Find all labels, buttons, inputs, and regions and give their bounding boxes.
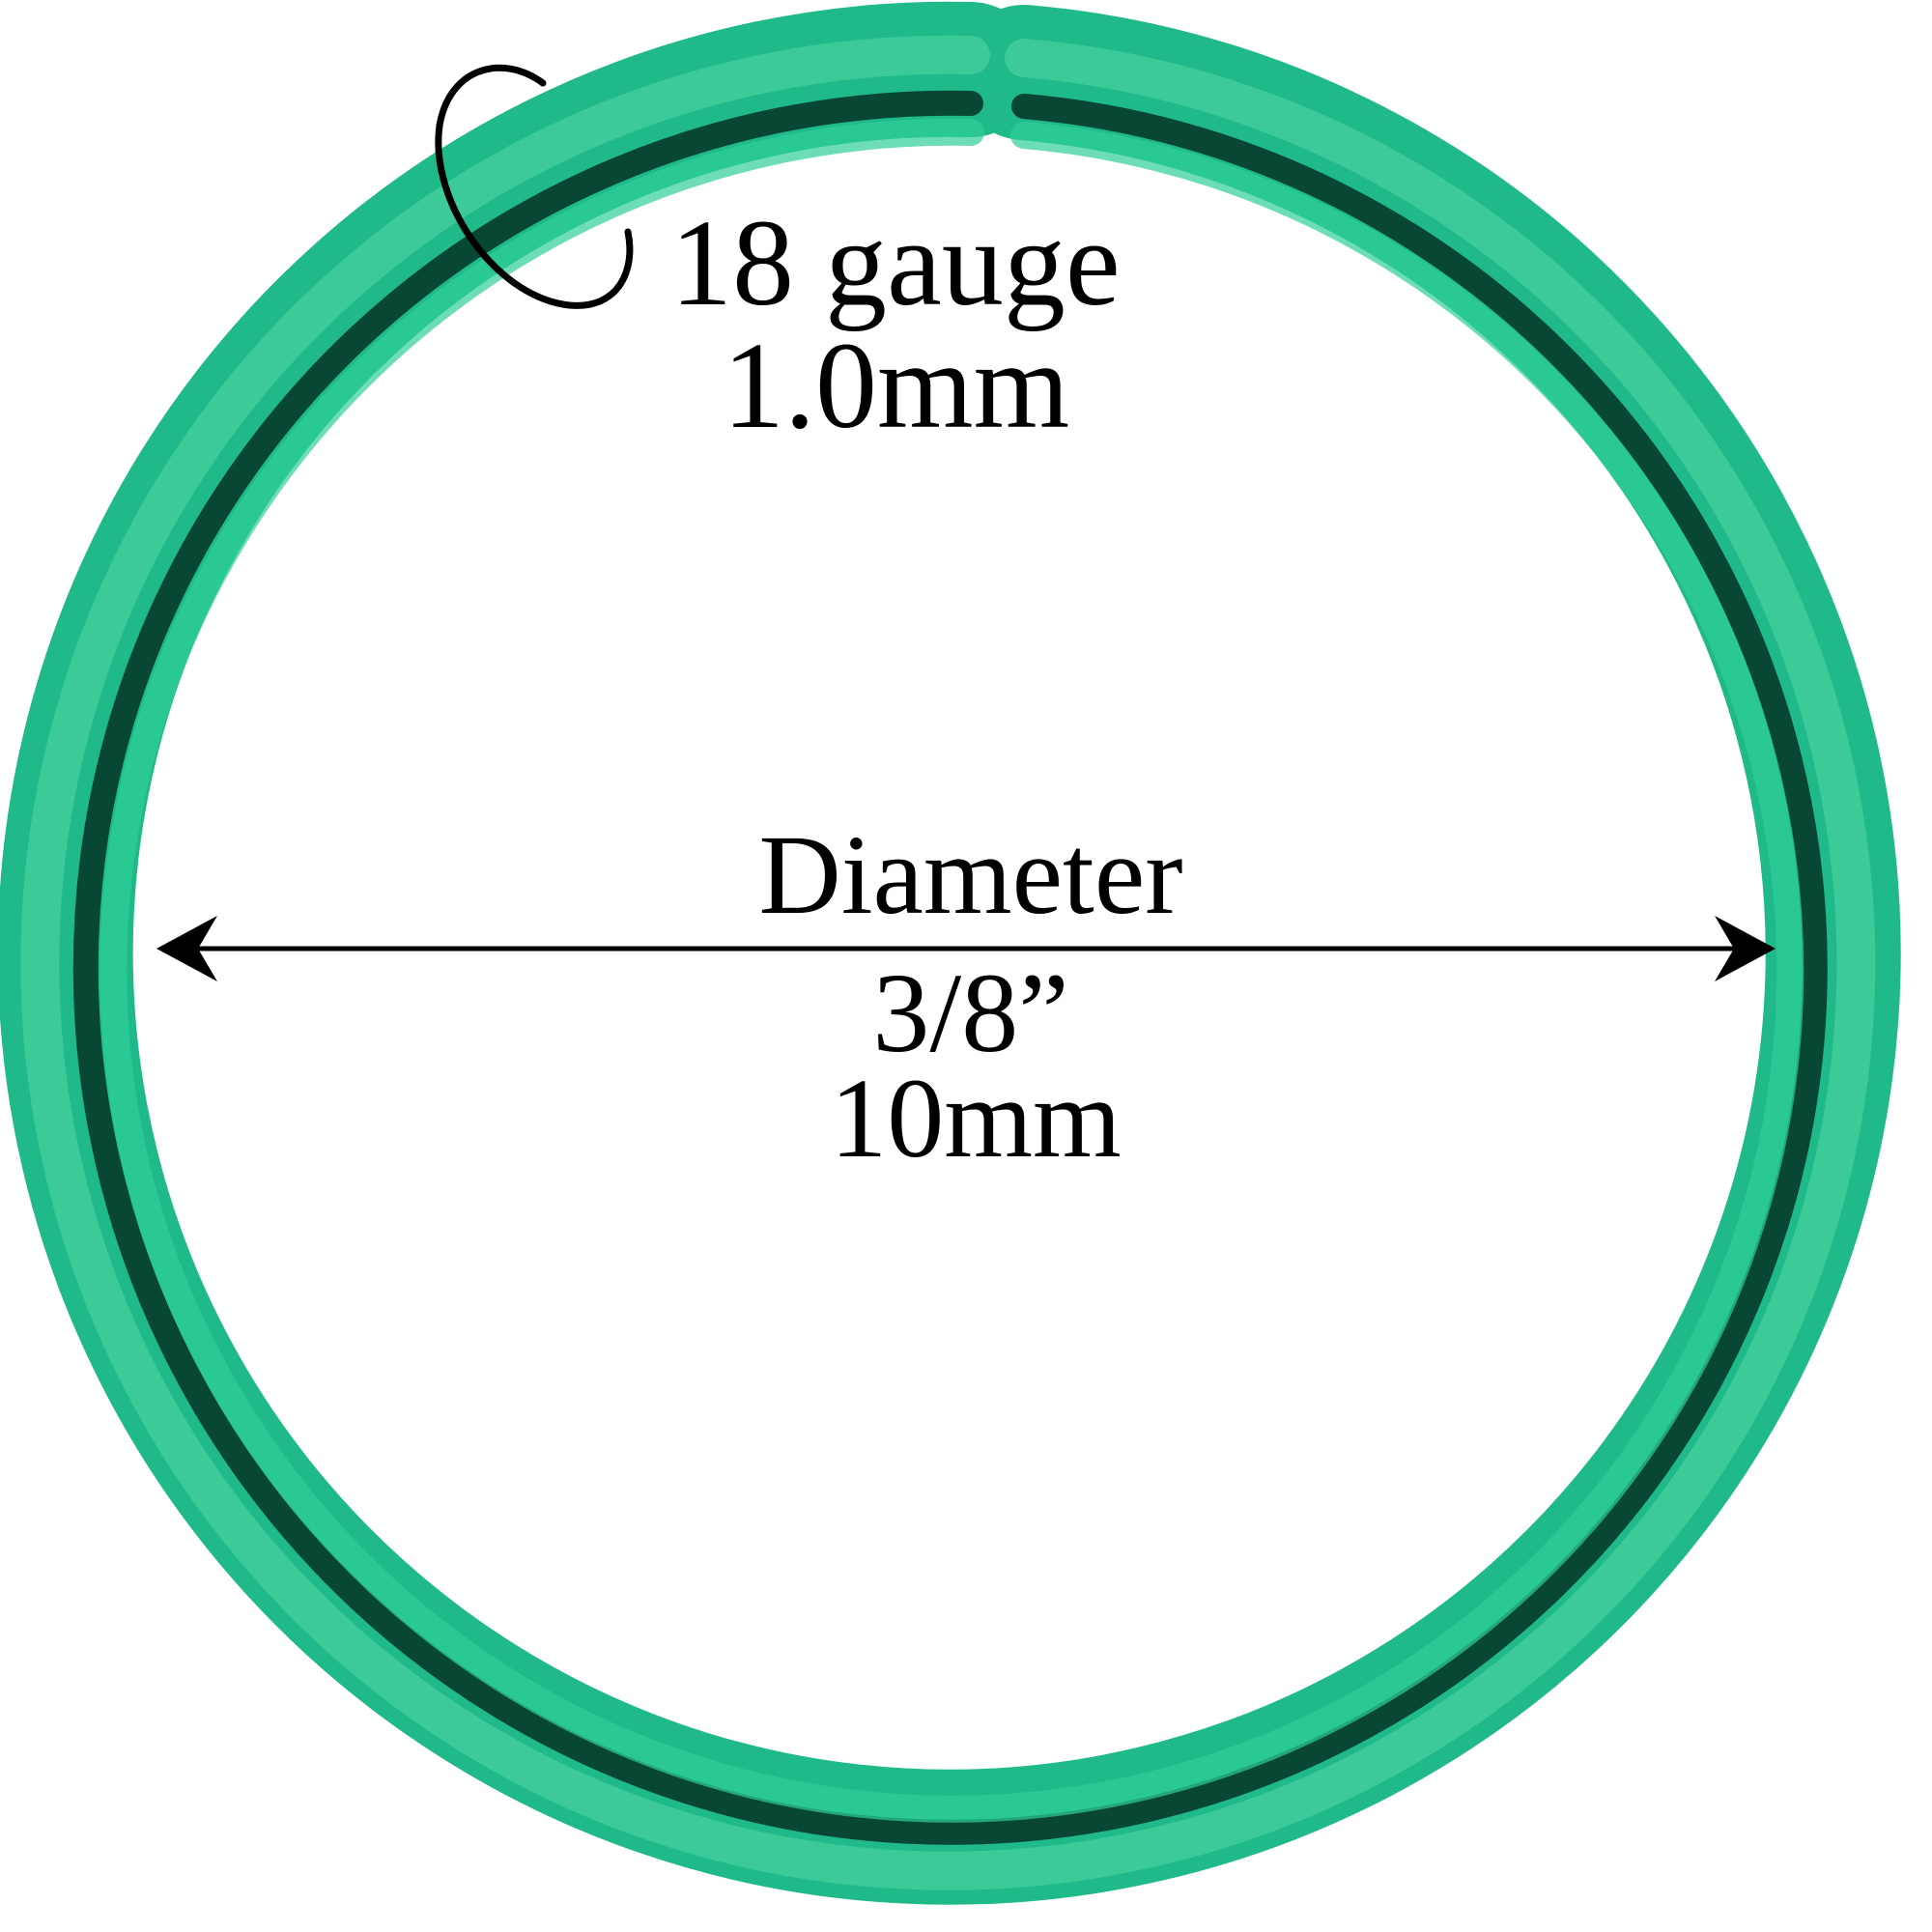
diameter-label: Diameter: [759, 811, 1183, 938]
green-ring: [0, 1, 1901, 1905]
gauge-mm-label: 1.0mm: [723, 317, 1069, 454]
diameter-inches: 3/8”: [872, 950, 1068, 1076]
arrow-right-icon: [1715, 916, 1776, 981]
ring-shadow-band: [72, 90, 1828, 1845]
ring-highlight: [20, 35, 1876, 1890]
diameter-mm: 10mm: [830, 1055, 1122, 1181]
diameter-arrow: [156, 916, 1776, 981]
arrow-left-icon: [156, 916, 217, 981]
gauge-label: 18 gauge: [670, 194, 1121, 331]
ring-inner-glow: [99, 118, 1804, 1823]
gauge-indicator-icon: [435, 64, 634, 309]
